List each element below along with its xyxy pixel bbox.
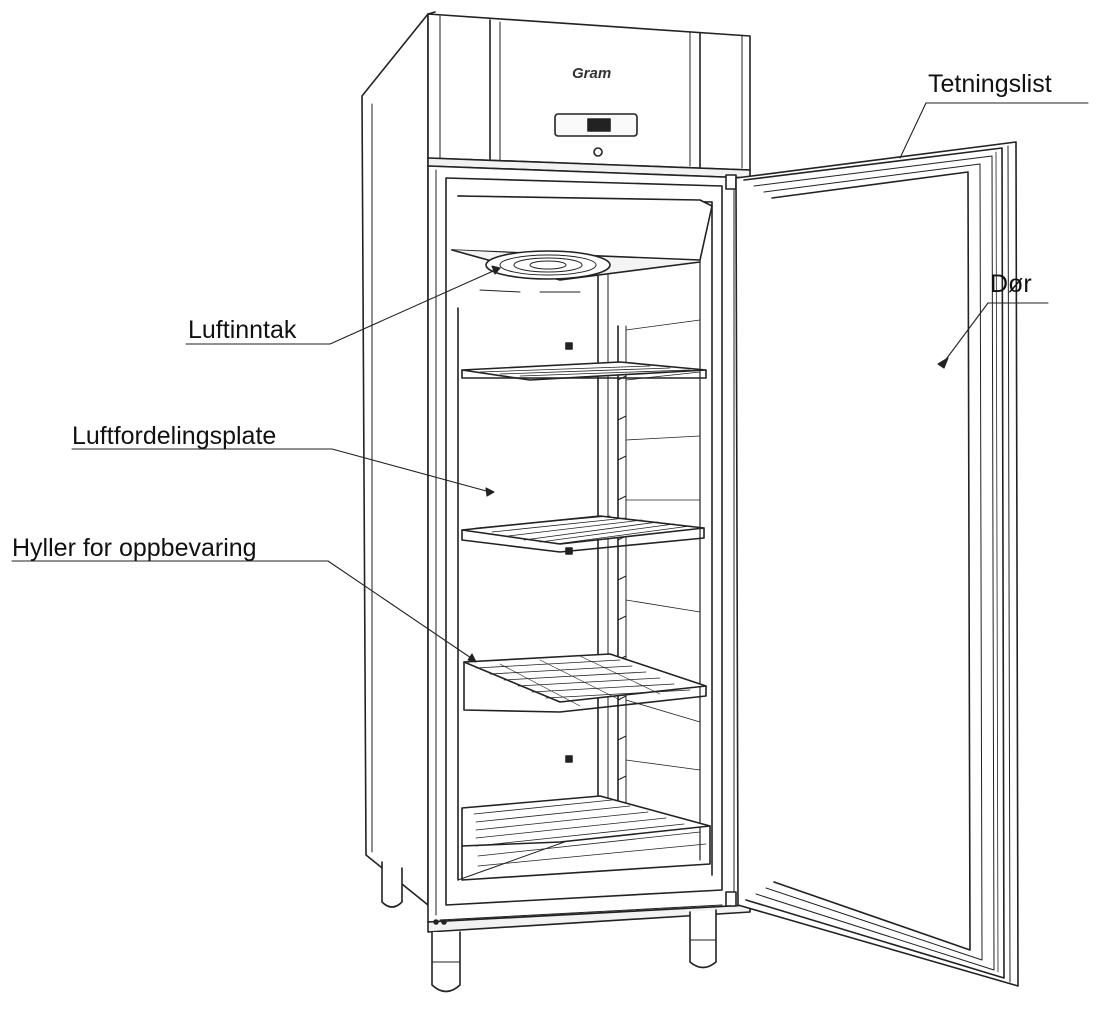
leader-dor	[943, 302, 989, 363]
label-dor: Dør	[990, 270, 1032, 298]
shelf-3	[463, 653, 707, 713]
leader-luftinntak	[329, 267, 501, 345]
shelf-1	[461, 361, 707, 381]
label-luftinntak: Luftinntak	[188, 316, 297, 344]
fan-icon	[485, 250, 611, 280]
shelf-rails	[617, 319, 701, 823]
leader-lines	[11, 102, 1089, 663]
leader-dor-arrow	[937, 357, 949, 369]
lock-icon	[593, 147, 603, 157]
leg-rear-left	[381, 861, 403, 908]
door	[735, 141, 1019, 987]
evaporator-housing	[451, 195, 713, 293]
cabinet-side-panel	[361, 11, 436, 906]
display-screen	[587, 118, 611, 132]
leader-luftfordelingsplate	[331, 448, 491, 493]
leg-front-right	[689, 909, 717, 969]
label-tetningslist: Tetningslist	[928, 70, 1052, 98]
label-luftfordelingsplate: Luftfordelingsplate	[72, 422, 277, 450]
leader-hyller	[327, 560, 475, 661]
label-hyller: Hyller for oppbevaring	[12, 534, 257, 562]
cabinet-front-frame	[427, 165, 751, 923]
shelf-bottom	[461, 795, 711, 881]
shelf-2	[461, 515, 705, 553]
brand-logo: Gram	[572, 65, 611, 82]
cabinet-base	[381, 861, 751, 993]
cabinet-head-unit	[427, 13, 751, 179]
leader-tetningslist	[899, 102, 927, 159]
